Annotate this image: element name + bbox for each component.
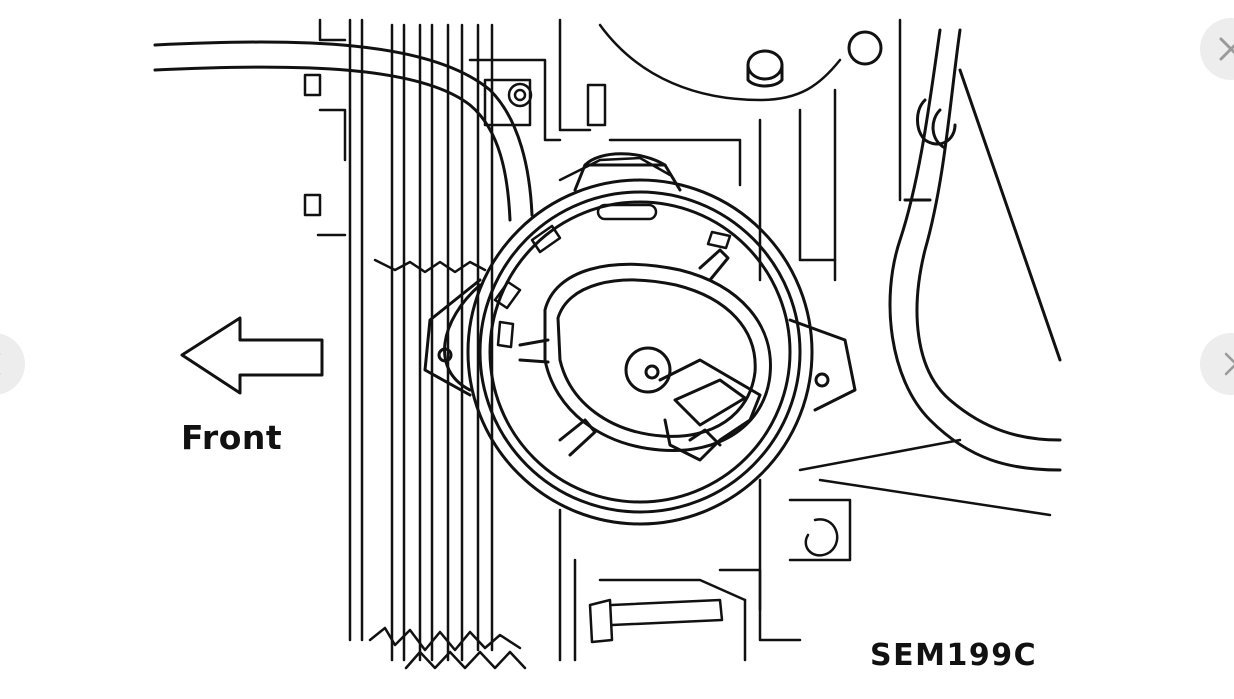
front-direction-label: Front — [181, 418, 283, 457]
chevron-left-icon — [0, 353, 1, 375]
chevron-right-icon — [1224, 352, 1234, 376]
top-bolt — [746, 30, 883, 88]
right-hose — [888, 28, 1062, 472]
front-arrow — [180, 316, 324, 395]
close-button[interactable] — [1200, 18, 1234, 80]
close-icon — [1219, 37, 1234, 61]
rotor — [518, 248, 772, 462]
pulley-belt-ribs — [348, 18, 527, 670]
distributor-housing — [423, 152, 857, 526]
engine-block-lines — [303, 18, 1052, 662]
figure-code: SEM199C — [870, 638, 1038, 673]
housing-slots — [493, 203, 732, 349]
previous-button[interactable] — [0, 333, 25, 395]
next-button[interactable] — [1200, 333, 1234, 395]
upper-hose — [153, 40, 534, 222]
